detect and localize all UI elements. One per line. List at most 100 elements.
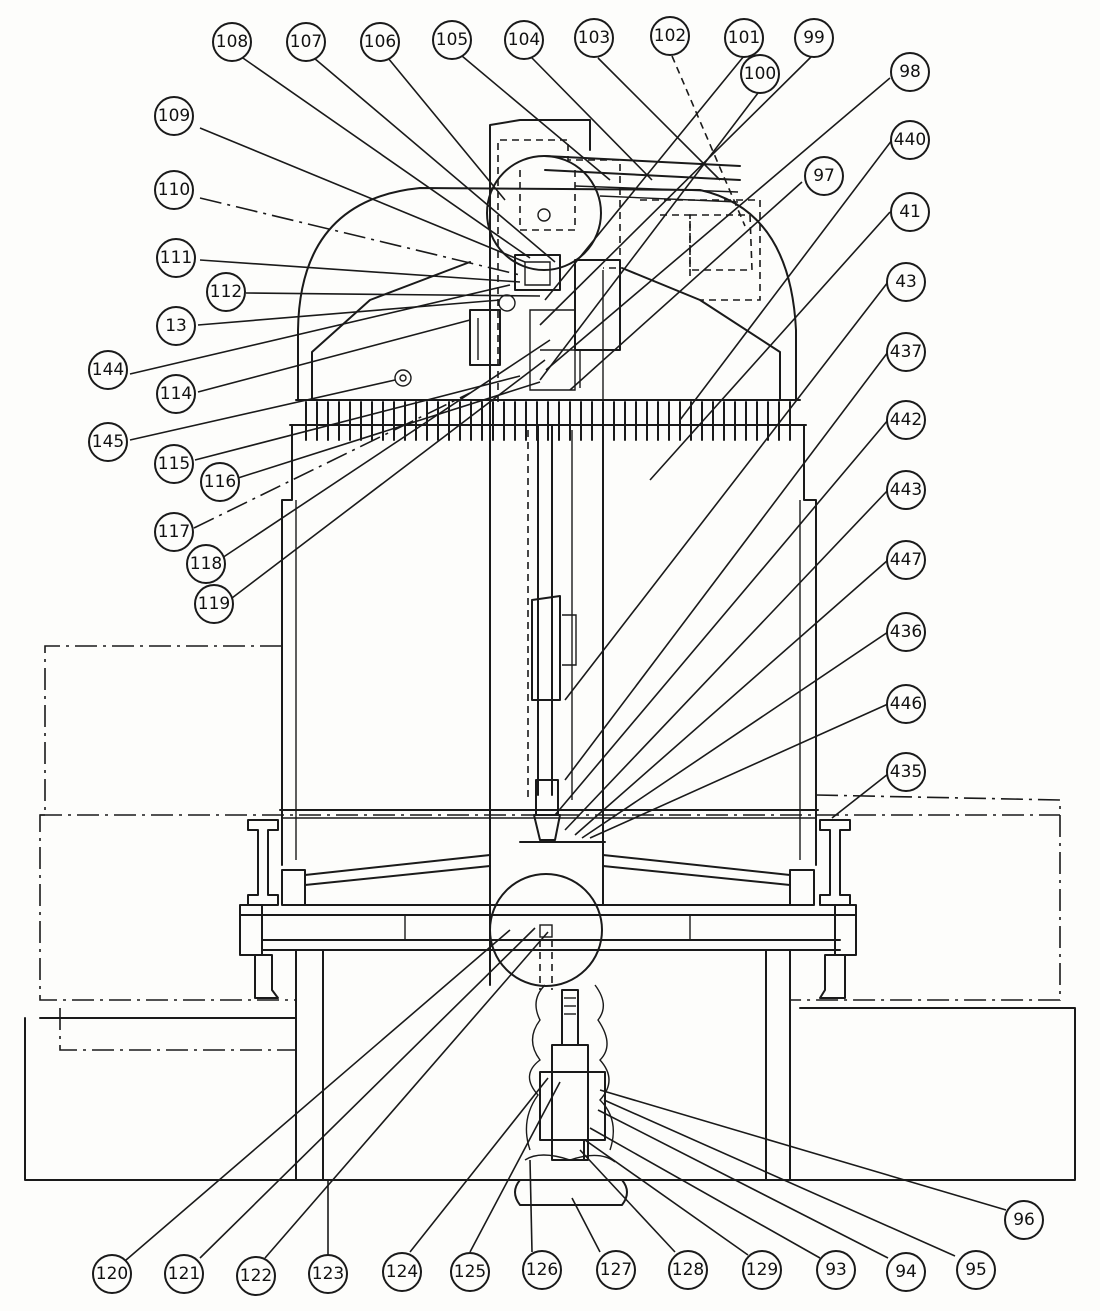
callout-label: 125 — [454, 1262, 486, 1282]
callout-label: 99 — [803, 28, 825, 48]
callout-label: 43 — [895, 272, 917, 292]
callout-label: 144 — [92, 360, 124, 380]
callout-label: 116 — [204, 472, 236, 492]
callout-435: 435 — [886, 752, 926, 792]
callout-label: 435 — [890, 762, 922, 782]
callout-label: 93 — [825, 1260, 847, 1280]
callout-label: 110 — [158, 180, 190, 200]
callout-label: 107 — [290, 32, 322, 52]
callout-label: 96 — [1013, 1210, 1035, 1230]
callout-100: 100 — [740, 54, 780, 94]
callout-124: 124 — [382, 1252, 422, 1292]
callout-bubbles: 108 107 106 105 104 103 102 101 99 100 9… — [88, 16, 1044, 1296]
callout-label: 447 — [890, 550, 922, 570]
leader-lines — [125, 55, 1007, 1261]
callout-101: 101 — [724, 18, 764, 58]
callout-label: 127 — [600, 1260, 632, 1280]
callout-443: 443 — [886, 470, 926, 510]
callout-120: 120 — [92, 1254, 132, 1294]
callout-105: 105 — [432, 20, 472, 60]
callout-label: 13 — [165, 316, 187, 336]
callout-label: 108 — [216, 32, 248, 52]
callout-label: 442 — [890, 410, 922, 430]
callout-128: 128 — [668, 1250, 708, 1290]
callout-label: 436 — [890, 622, 922, 642]
callout-label: 105 — [436, 30, 468, 50]
callout-label: 98 — [899, 62, 921, 82]
callout-label: 437 — [890, 342, 922, 362]
callout-106: 106 — [360, 22, 400, 62]
callout-label: 117 — [158, 522, 190, 542]
callout-116: 116 — [200, 462, 240, 502]
callout-111: 111 — [156, 238, 196, 278]
callout-440: 440 — [890, 120, 930, 160]
callout-125: 125 — [450, 1252, 490, 1292]
callout-label: 94 — [895, 1262, 917, 1282]
callout-label: 118 — [190, 554, 222, 574]
callout-label: 41 — [899, 202, 921, 222]
callout-label: 112 — [210, 282, 242, 302]
callout-144: 144 — [88, 350, 128, 390]
callout-94: 94 — [886, 1252, 926, 1292]
callout-109: 109 — [154, 96, 194, 136]
callout-436: 436 — [886, 612, 926, 652]
callout-label: 119 — [198, 594, 230, 614]
callout-99: 99 — [794, 18, 834, 58]
callout-label: 102 — [654, 26, 686, 46]
callout-122: 122 — [236, 1256, 276, 1296]
callout-97: 97 — [804, 156, 844, 196]
machine-structure — [24, 119, 1076, 1206]
callout-96: 96 — [1004, 1200, 1044, 1240]
callout-label: 95 — [965, 1260, 987, 1280]
callout-label: 443 — [890, 480, 922, 500]
callout-446: 446 — [886, 684, 926, 724]
callout-123: 123 — [308, 1254, 348, 1294]
callout-114: 114 — [156, 374, 196, 414]
callout-label: 122 — [240, 1266, 272, 1286]
callout-129: 129 — [742, 1250, 782, 1290]
callout-103: 103 — [574, 18, 614, 58]
callout-98: 98 — [890, 52, 930, 92]
callout-102: 102 — [650, 16, 690, 56]
callout-447: 447 — [886, 540, 926, 580]
callout-label: 120 — [96, 1264, 128, 1284]
callout-110: 110 — [154, 170, 194, 210]
callout-label: 440 — [894, 130, 926, 150]
callout-95: 95 — [956, 1250, 996, 1290]
callout-121: 121 — [164, 1254, 204, 1294]
callout-119: 119 — [194, 584, 234, 624]
callout-label: 129 — [746, 1260, 778, 1280]
callout-label: 97 — [813, 166, 835, 186]
callout-label: 114 — [160, 384, 192, 404]
callout-label: 111 — [160, 248, 192, 268]
callout-label: 123 — [312, 1264, 344, 1284]
callout-112: 112 — [206, 272, 246, 312]
callout-442: 442 — [886, 400, 926, 440]
callout-93: 93 — [816, 1250, 856, 1290]
callout-437: 437 — [886, 332, 926, 372]
callout-126: 126 — [522, 1250, 562, 1290]
callout-117: 117 — [154, 512, 194, 552]
callout-label: 126 — [526, 1260, 558, 1280]
callout-43: 43 — [886, 262, 926, 302]
callout-145: 145 — [88, 422, 128, 462]
callout-41: 41 — [890, 192, 930, 232]
callout-107: 107 — [286, 22, 326, 62]
callout-label: 446 — [890, 694, 922, 714]
callout-label: 145 — [92, 432, 124, 452]
callout-label: 128 — [672, 1260, 704, 1280]
callout-115: 115 — [154, 444, 194, 484]
callout-104: 104 — [504, 20, 544, 60]
callout-label: 109 — [158, 106, 190, 126]
callout-label: 101 — [728, 28, 760, 48]
callout-label: 100 — [744, 64, 776, 84]
callout-label: 124 — [386, 1262, 418, 1282]
callout-label: 115 — [158, 454, 190, 474]
callout-127: 127 — [596, 1250, 636, 1290]
callout-13: 13 — [156, 306, 196, 346]
callout-118: 118 — [186, 544, 226, 584]
callout-label: 121 — [168, 1264, 200, 1284]
callout-108: 108 — [212, 22, 252, 62]
callout-label: 106 — [364, 32, 396, 52]
